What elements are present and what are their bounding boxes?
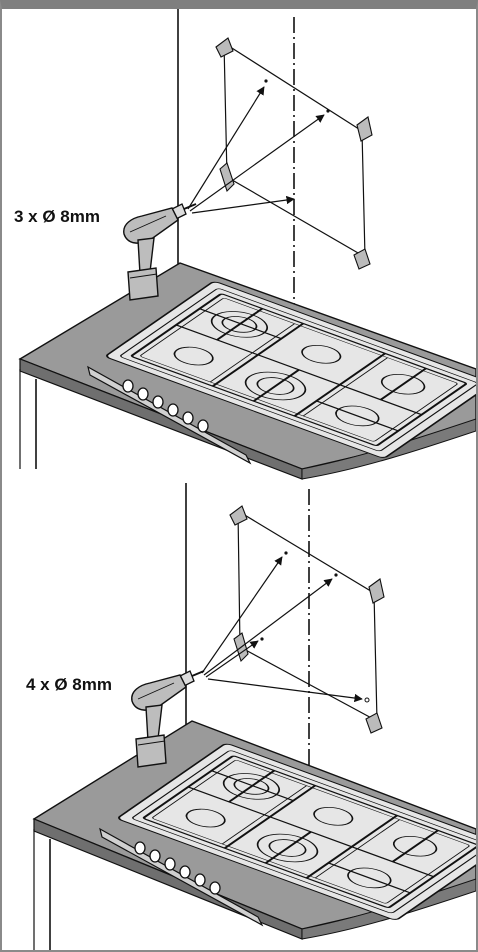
mounting-template bbox=[229, 505, 385, 734]
panel-top: 3 x Ø 8mm bbox=[14, 9, 476, 480]
hob-icon bbox=[87, 279, 476, 465]
drill-arrows bbox=[201, 551, 370, 703]
panel-bottom: 4 x Ø 8mm bbox=[26, 483, 476, 950]
hob-icon bbox=[99, 741, 476, 927]
drill-label: 4 x Ø 8mm bbox=[26, 675, 112, 694]
mounting-template bbox=[215, 37, 373, 270]
drill-label: 3 x Ø 8mm bbox=[14, 207, 100, 226]
installation-diagram: 3 x Ø 8mm bbox=[14, 9, 476, 950]
drill-arrows bbox=[187, 79, 330, 214]
